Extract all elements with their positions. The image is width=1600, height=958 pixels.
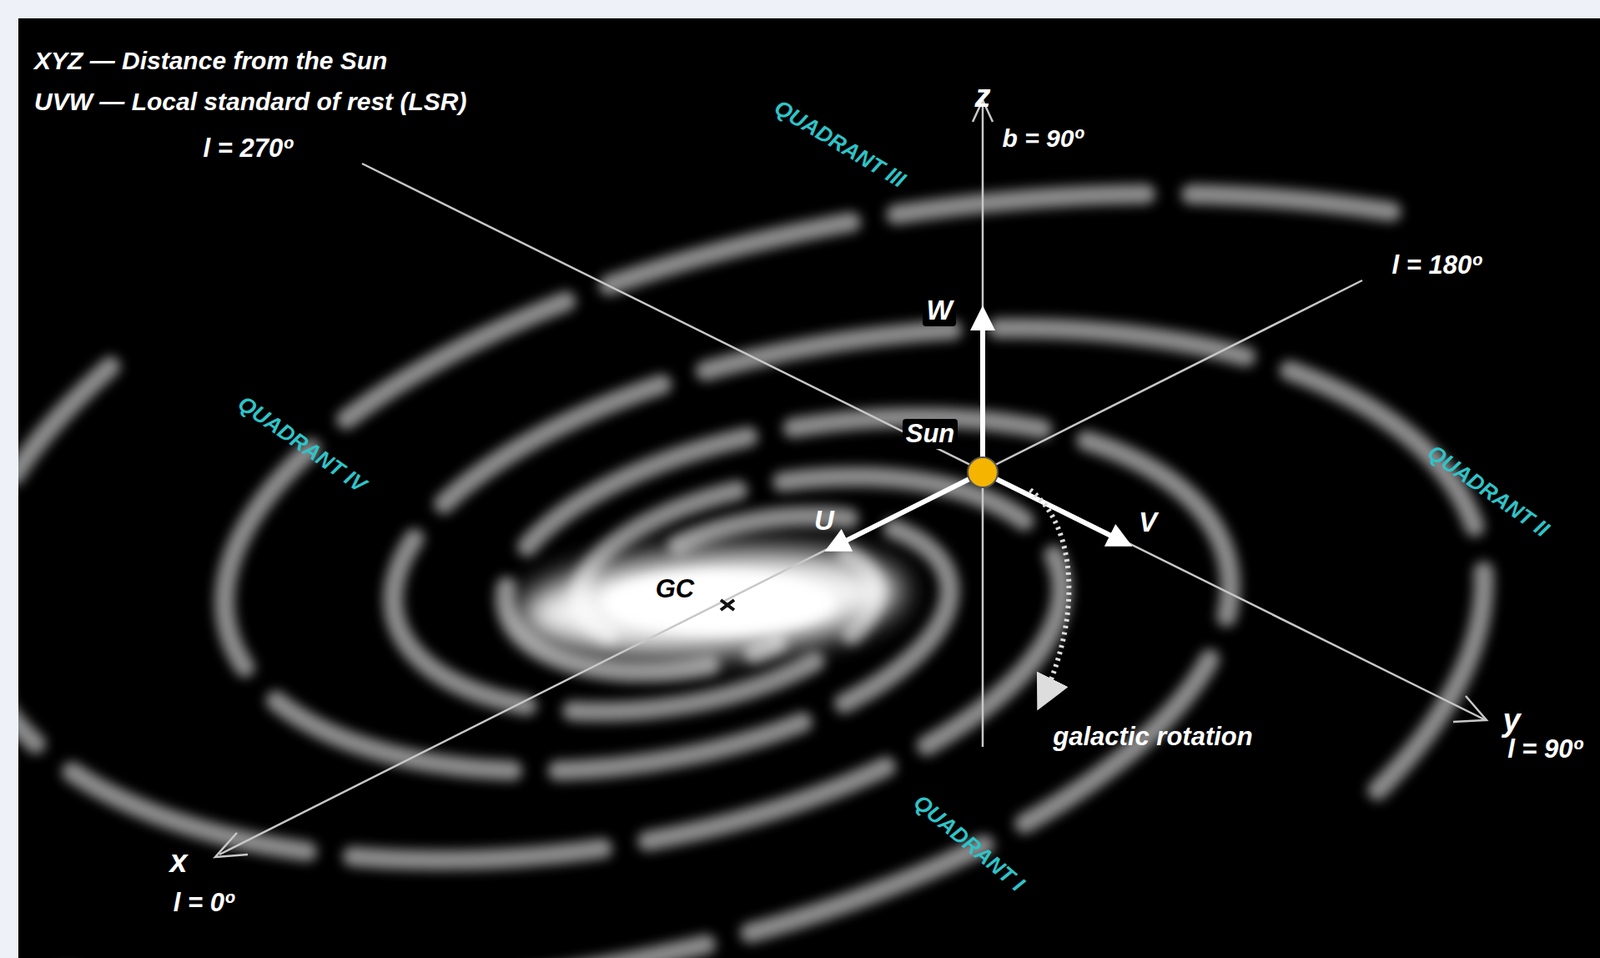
coordinate-value: l = 90º [1504,734,1586,765]
rotation-arrow [1030,489,1069,705]
x-axis [219,280,1363,855]
quadrant-label: QUADRANT II [1419,437,1557,544]
gc-cross [720,599,735,610]
sun-marker [967,457,998,488]
v-vector [982,472,1128,544]
coordinate-value: l = 270º [200,133,297,164]
galaxy-panel: XYZ — Distance from the SunUVW — Local s… [18,18,1600,958]
galactic-bar [515,538,906,666]
object-name: Sun [902,418,959,449]
vector-name: W [922,294,956,327]
key-line: UVW — Local standard of rest (LSR) [30,86,470,116]
axis-name: y [1499,702,1524,740]
velocity-vectors [829,310,1128,549]
spiral-arm [63,417,1230,958]
object-name: GC [652,573,699,604]
y-arrowhead [1453,695,1487,722]
coordinate-axes [215,100,1487,857]
rotation-label: galactic rotation [1049,721,1256,752]
spiral-arms [18,193,1485,958]
quadrant-label: QUADRANT IV [230,387,374,499]
z-axis [981,101,985,747]
coordinate-value: l = 180º [1388,250,1485,281]
vector-name: V [1135,506,1161,539]
x-arrowhead [215,832,248,857]
axis-name: z [971,78,995,116]
spiral-arm [392,327,1484,821]
axis-name: x [166,843,191,881]
u-vector [829,472,983,549]
vector-name: U [810,504,838,537]
key-line: XYZ — Distance from the Sun [30,45,391,76]
coordinate-value: l = 0º [170,887,238,918]
y-axis [362,163,1485,720]
quadrant-label: QUADRANT I [906,786,1033,898]
label-layer: XYZ — Distance from the SunUVW — Local s… [18,18,1600,958]
w-vector [980,310,986,473]
coordinate-value: b = 90º [999,123,1087,153]
spiral-arm [224,193,1391,770]
quadrant-label: QUADRANT III [767,92,914,195]
